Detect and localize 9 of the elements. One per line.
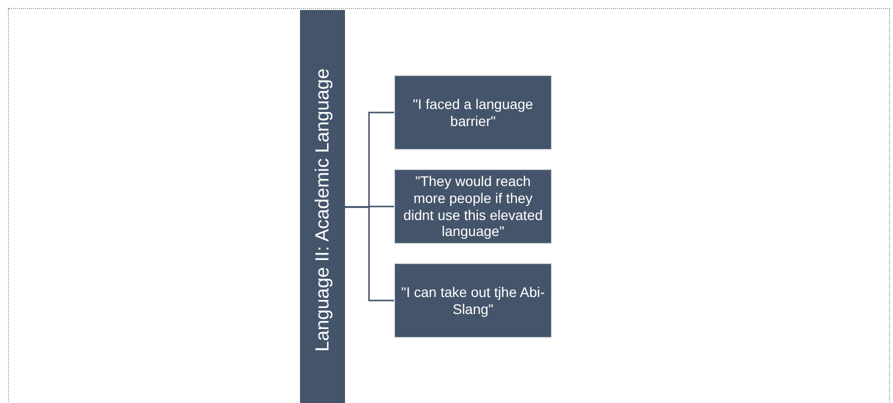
category-title: Language II: Academic Language [312,67,334,354]
connector-line [345,206,395,302]
quote-text: "They would reach more people if they didnt use this elevated language" [402,172,544,240]
quote-box [395,170,551,243]
category-bar [300,10,345,403]
quote-box [395,76,551,149]
quote-text: "I can take out tjhe Abi-Slang" [400,284,546,318]
quote-text: "I faced a language barrier" [412,96,534,130]
quote-box [395,264,551,337]
